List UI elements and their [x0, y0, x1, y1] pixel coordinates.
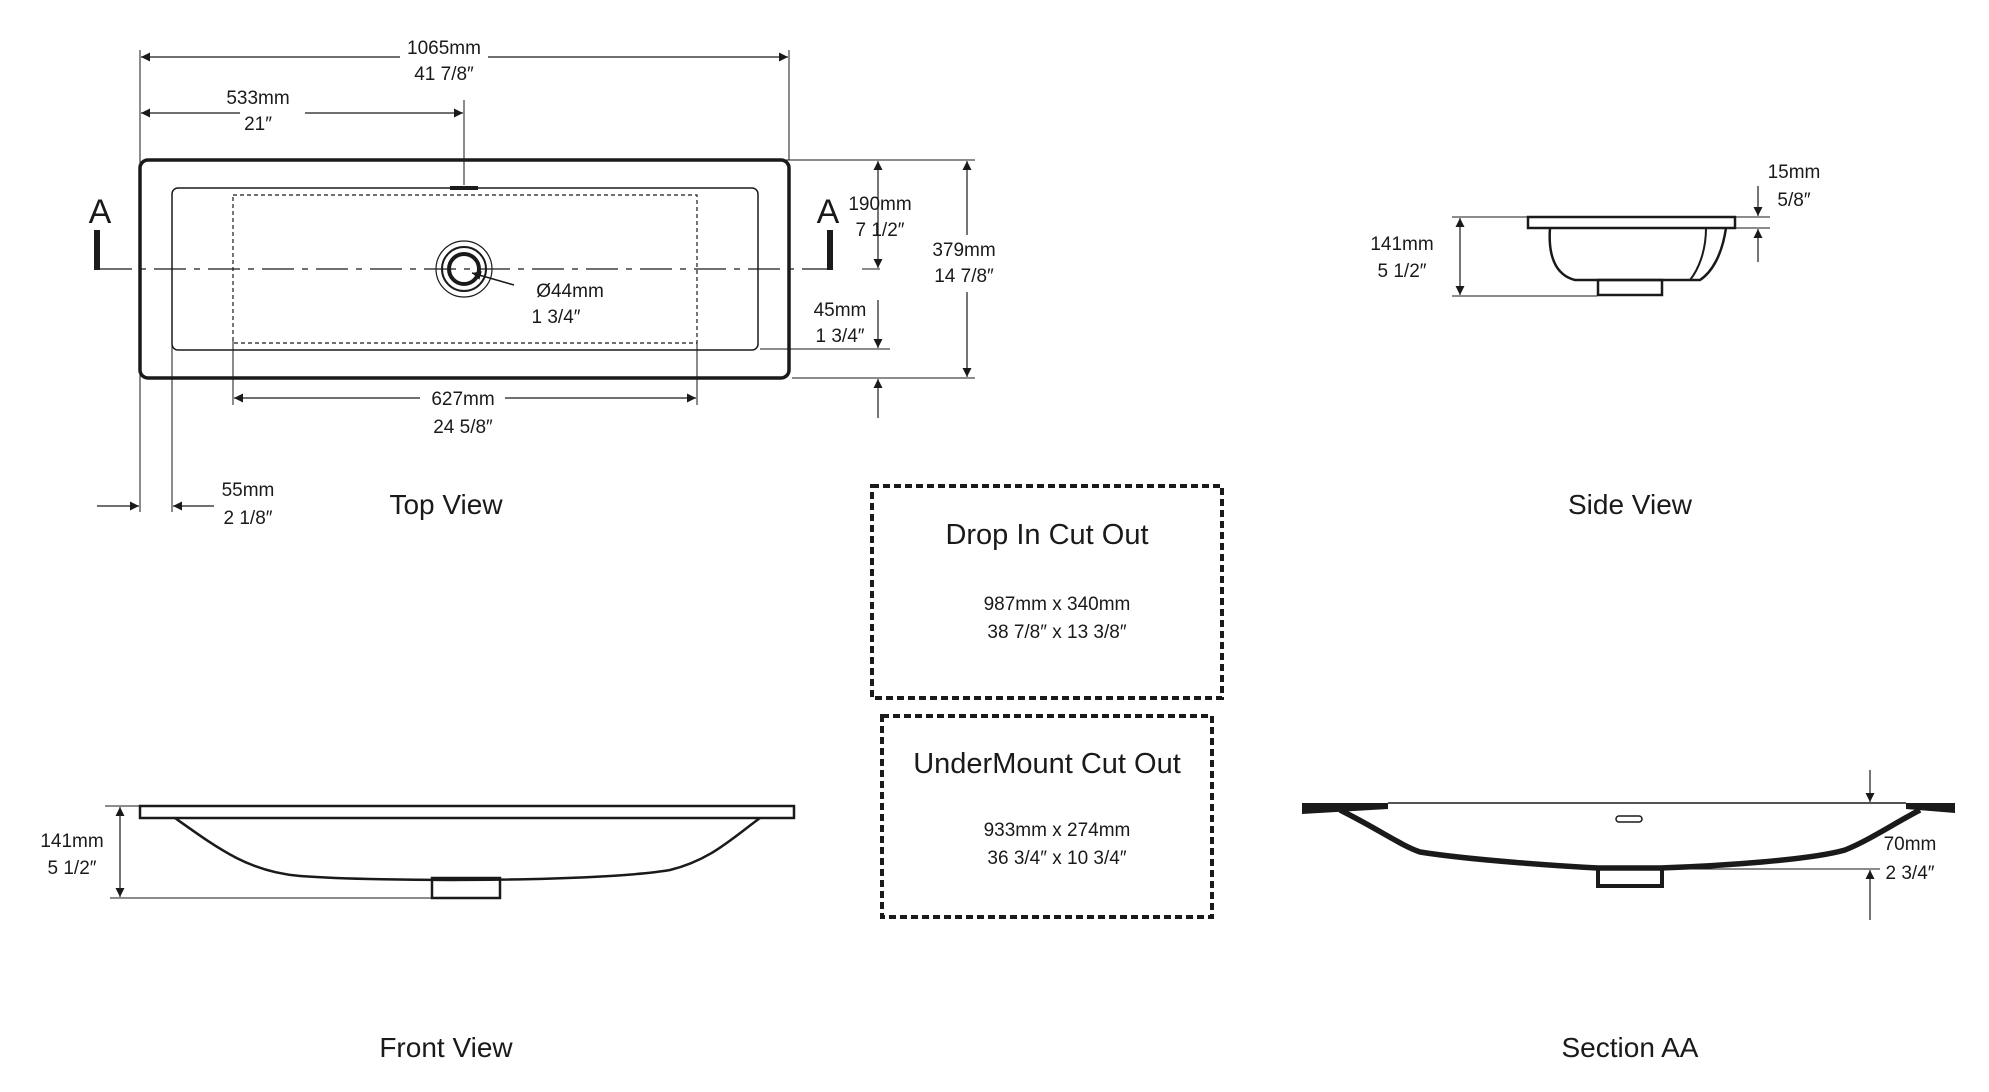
undermount-dashed-frame [880, 714, 1214, 919]
overall-depth-mm: 379mm [932, 240, 995, 261]
waste-outer-ring [435, 240, 493, 298]
rim-thickness-inch: 5/8″ [1777, 190, 1810, 211]
side-height-mm: 141mm [1370, 234, 1433, 255]
side-rim-profile [1526, 215, 1737, 230]
bowl-depth-mm: 190mm [848, 194, 911, 215]
section-rim-right [1906, 803, 1955, 813]
undermount-title: UnderMount Cut Out [913, 748, 1181, 780]
section-aa-title: Section AA [1562, 1032, 1699, 1063]
front-height-inch: 5 1/2″ [48, 858, 97, 879]
waste-diameter-mm: Ø44mm [536, 281, 604, 302]
section-bowl-wall [1338, 807, 1922, 871]
waste-ring [441, 246, 487, 292]
front-rim-mm: 45mm [814, 300, 867, 321]
front-rim-inch: 1 3/4″ [816, 326, 865, 347]
side-view: 141mm 5 1/2″ 15mm 5/8″ Side View [1370, 162, 1820, 520]
section-depth-mm: 70mm [1884, 834, 1937, 855]
undermount-metric: 933mm x 274mm [984, 820, 1131, 841]
front-rim-profile [138, 804, 796, 820]
front-height-mm: 141mm [40, 831, 103, 852]
front-bowl-profile [174, 816, 761, 882]
section-depth-inch: 2 3/4″ [1886, 863, 1935, 884]
overall-width-inch: 41 7/8″ [414, 64, 474, 85]
overall-width-mm: 1065mm [407, 38, 481, 59]
side-waste-stub [1596, 278, 1664, 297]
rim-thickness-mm: 15mm [1768, 162, 1821, 183]
side-view-title: Side View [1568, 489, 1693, 520]
drop-in-title: Drop In Cut Out [945, 519, 1148, 551]
front-waste-stub [430, 876, 502, 900]
front-view-title: Front View [379, 1032, 513, 1063]
waste-diameter-inch: 1 3/4″ [532, 307, 581, 328]
bowl-width-inch: 24 5/8″ [433, 417, 493, 438]
side-rim-inch: 2 1/8″ [224, 508, 273, 529]
section-aa-view: 70mm 2 3/4″ Section AA [1302, 770, 1955, 1063]
undermount-cutout-box: UnderMount Cut Out 933mm x 274mm 36 3/4″… [880, 714, 1214, 919]
section-marker-label: A [89, 193, 112, 231]
drop-in-dashed-frame [870, 484, 1224, 700]
overall-depth-inch: 14 7/8″ [934, 266, 994, 287]
section-marker-label: A [817, 193, 840, 231]
undermount-imperial: 36 3/4″ x 10 3/4″ [987, 848, 1126, 869]
waste-offset-mm: 533mm [226, 88, 289, 109]
waste-leader-line [471, 271, 515, 286]
bowl-width-mm: 627mm [431, 389, 494, 410]
drop-in-imperial: 38 7/8″ x 13 3/8″ [987, 622, 1126, 643]
section-overflow-slot [1615, 815, 1643, 823]
top-view-title: Top View [389, 489, 503, 520]
section-rim-left [1302, 803, 1388, 814]
front-view: 141mm 5 1/2″ Front View [40, 804, 796, 1063]
top-view: A A 1065mm 41 7/8″ 533mm 21″ 190mm 7 1/2… [89, 38, 996, 529]
side-bowl-profile [1548, 227, 1728, 282]
bowl-depth-inch: 7 1/2″ [856, 220, 905, 241]
waste-hole [447, 252, 481, 286]
section-waste-stub [1596, 868, 1664, 888]
drop-in-cutout-box: Drop In Cut Out 987mm x 340mm 38 7/8″ x … [870, 484, 1224, 700]
waste-offset-inch: 21″ [244, 114, 272, 135]
drop-in-metric: 987mm x 340mm [984, 594, 1131, 615]
side-height-inch: 5 1/2″ [1378, 261, 1427, 282]
side-rim-mm: 55mm [222, 480, 275, 501]
side-bowl-inner-line [1689, 227, 1707, 281]
